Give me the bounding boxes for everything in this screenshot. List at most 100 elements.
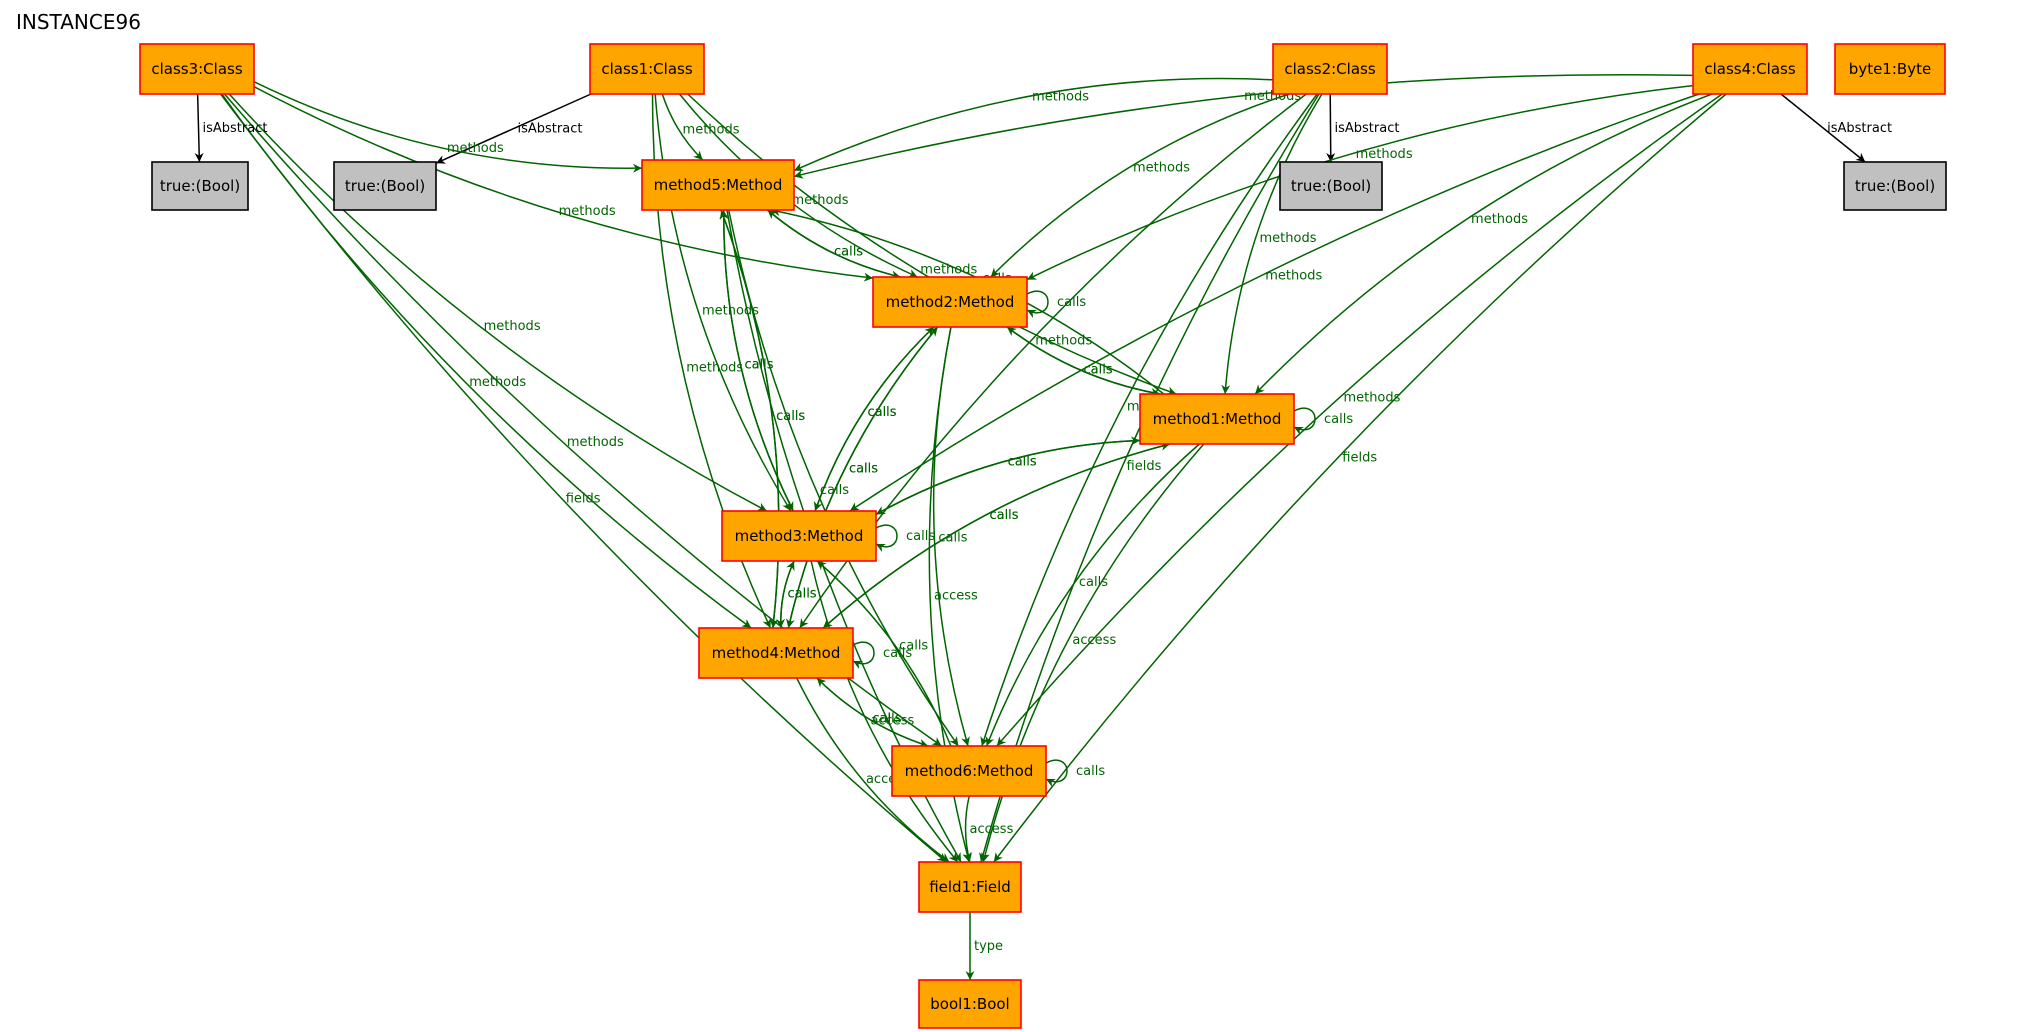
edge-label-methods: methods: [1343, 391, 1400, 406]
edge-label-methods: methods: [559, 204, 616, 219]
node-method5[interactable]: method5:Method: [641, 159, 795, 211]
node-box: [1843, 161, 1947, 211]
edge-method6-to-field1: [963, 795, 972, 863]
edge-label-fields: fields: [566, 492, 601, 507]
node-label: class1:Class: [601, 60, 692, 78]
edge-label-methods: methods: [702, 304, 759, 319]
edge-class2-to-method2: [990, 93, 1290, 278]
node-label: method2:Method: [886, 293, 1015, 311]
edge-label-calls: calls: [1076, 764, 1105, 779]
node-label: method5:Method: [654, 176, 783, 194]
edge-class3-to-method3: [228, 93, 768, 512]
node-label: method1:Method: [1153, 410, 1282, 428]
edge-label-isAbstract: isAbstract: [1827, 121, 1892, 136]
edge-label-methods: methods: [1356, 147, 1413, 162]
edge-class1-to-method3: [654, 93, 792, 512]
edge-label-calls: calls: [1057, 295, 1086, 310]
node-field1[interactable]: field1:Field: [918, 861, 1022, 913]
node-box: [698, 627, 854, 679]
edge-label-calls: calls: [1324, 412, 1353, 427]
edge-method3-to-field1: [810, 560, 959, 863]
edge-method1-to-method2: [1006, 326, 1161, 395]
edge-method4-to-method5: [720, 209, 780, 629]
node-box: [1272, 43, 1388, 95]
edge-method5-to-method6: [727, 209, 959, 747]
edge-label-calls: calls: [906, 529, 935, 544]
node-label: true:(Bool): [1855, 177, 1935, 195]
edge-method1-to-method1: [1293, 407, 1316, 436]
node-method4[interactable]: method4:Method: [698, 627, 854, 679]
edge-method5-to-method4: [720, 209, 780, 629]
node-bool_c4[interactable]: true:(Bool): [1843, 161, 1947, 211]
edge-class4-to-field1: [993, 93, 1727, 863]
edge-method4-to-method2: [787, 326, 939, 629]
edge-label-access: access: [970, 822, 1014, 837]
node-box: [139, 43, 255, 95]
edge-label-calls: calls: [989, 508, 1018, 523]
edge-class2-to-field1: [979, 93, 1320, 863]
edge-label-access: access: [870, 713, 914, 728]
edge-label-isAbstract: isAbstract: [518, 122, 583, 137]
node-box: [1834, 43, 1946, 95]
node-label: true:(Bool): [345, 177, 425, 195]
edge-class3-to-bool_c3: [194, 93, 204, 163]
node-bool_c2[interactable]: true:(Bool): [1279, 161, 1383, 211]
edge-method1-to-field1: [981, 443, 1205, 863]
node-bool1[interactable]: bool1:Bool: [918, 979, 1022, 1029]
edge-label-calls: calls: [1079, 575, 1108, 590]
edge-label-methods: methods: [447, 141, 504, 156]
node-box: [1279, 161, 1383, 211]
edge-label-methods: methods: [1032, 89, 1089, 104]
node-method2[interactable]: method2:Method: [872, 276, 1028, 328]
edge-class4-to-method2: [1026, 84, 1694, 281]
node-method1[interactable]: method1:Method: [1139, 393, 1295, 445]
edges-layer: [194, 73, 1866, 980]
node-bool_c3[interactable]: true:(Bool): [151, 161, 249, 211]
edge-label-methods: methods: [469, 375, 526, 390]
node-label: method3:Method: [735, 527, 864, 545]
edge-label-calls: calls: [776, 409, 805, 424]
node-method3[interactable]: method3:Method: [721, 510, 877, 562]
nodes-layer: class3:Class class1:Class class2:Class clas…: [139, 43, 1947, 1029]
edge-class4-to-method3: [849, 93, 1700, 512]
edge-class2-to-method6: [980, 93, 1318, 747]
edge-method6-to-method3: [816, 560, 952, 747]
edge-label-calls: calls: [834, 244, 863, 259]
node-box: [918, 861, 1022, 913]
edge-label-calls: calls: [744, 358, 773, 373]
edge-label-calls: calls: [867, 405, 896, 420]
node-class1[interactable]: class1:Class: [589, 43, 705, 95]
edge-label-methods: methods: [1133, 161, 1190, 176]
edge-label-type: type: [974, 939, 1003, 954]
node-bool_c1[interactable]: true:(Bool): [333, 161, 437, 211]
edge-label-methods: methods: [1471, 212, 1528, 227]
edge-method3-to-method1: [875, 436, 1141, 516]
node-box: [918, 979, 1022, 1029]
edge-method4-to-field1: [796, 677, 950, 863]
node-label: field1:Field: [929, 878, 1011, 896]
node-box: [1139, 393, 1295, 445]
edge-label-calls: calls: [849, 462, 878, 477]
edge-label-methods: methods: [686, 360, 743, 375]
edge-label-calls: calls: [1083, 363, 1112, 378]
edge-label-calls: calls: [820, 483, 849, 498]
node-label: byte1:Byte: [1849, 60, 1931, 78]
edge-method3-to-method2: [814, 326, 935, 512]
edge-class2-to-bool_c2: [1326, 93, 1336, 163]
node-class3[interactable]: class3:Class: [139, 43, 255, 95]
edge-method4-to-method1: [822, 441, 1171, 629]
node-label: method4:Method: [712, 644, 841, 662]
edge-label-calls: calls: [1008, 455, 1037, 470]
edge-label-fields: fields: [1342, 450, 1377, 465]
node-class4[interactable]: class4:Class: [1692, 43, 1808, 95]
edge-method2-to-method2: [1026, 290, 1049, 319]
node-label: method6:Method: [905, 762, 1034, 780]
node-box: [641, 159, 795, 211]
edge-label-methods: methods: [1260, 231, 1317, 246]
node-byte1[interactable]: byte1:Byte: [1834, 43, 1946, 95]
edge-class3-to-method2: [253, 85, 874, 282]
node-class2[interactable]: class2:Class: [1272, 43, 1388, 95]
edge-method4-to-method4: [852, 641, 875, 670]
node-method6[interactable]: method6:Method: [891, 745, 1047, 797]
edge-label-calls: calls: [989, 508, 1018, 523]
